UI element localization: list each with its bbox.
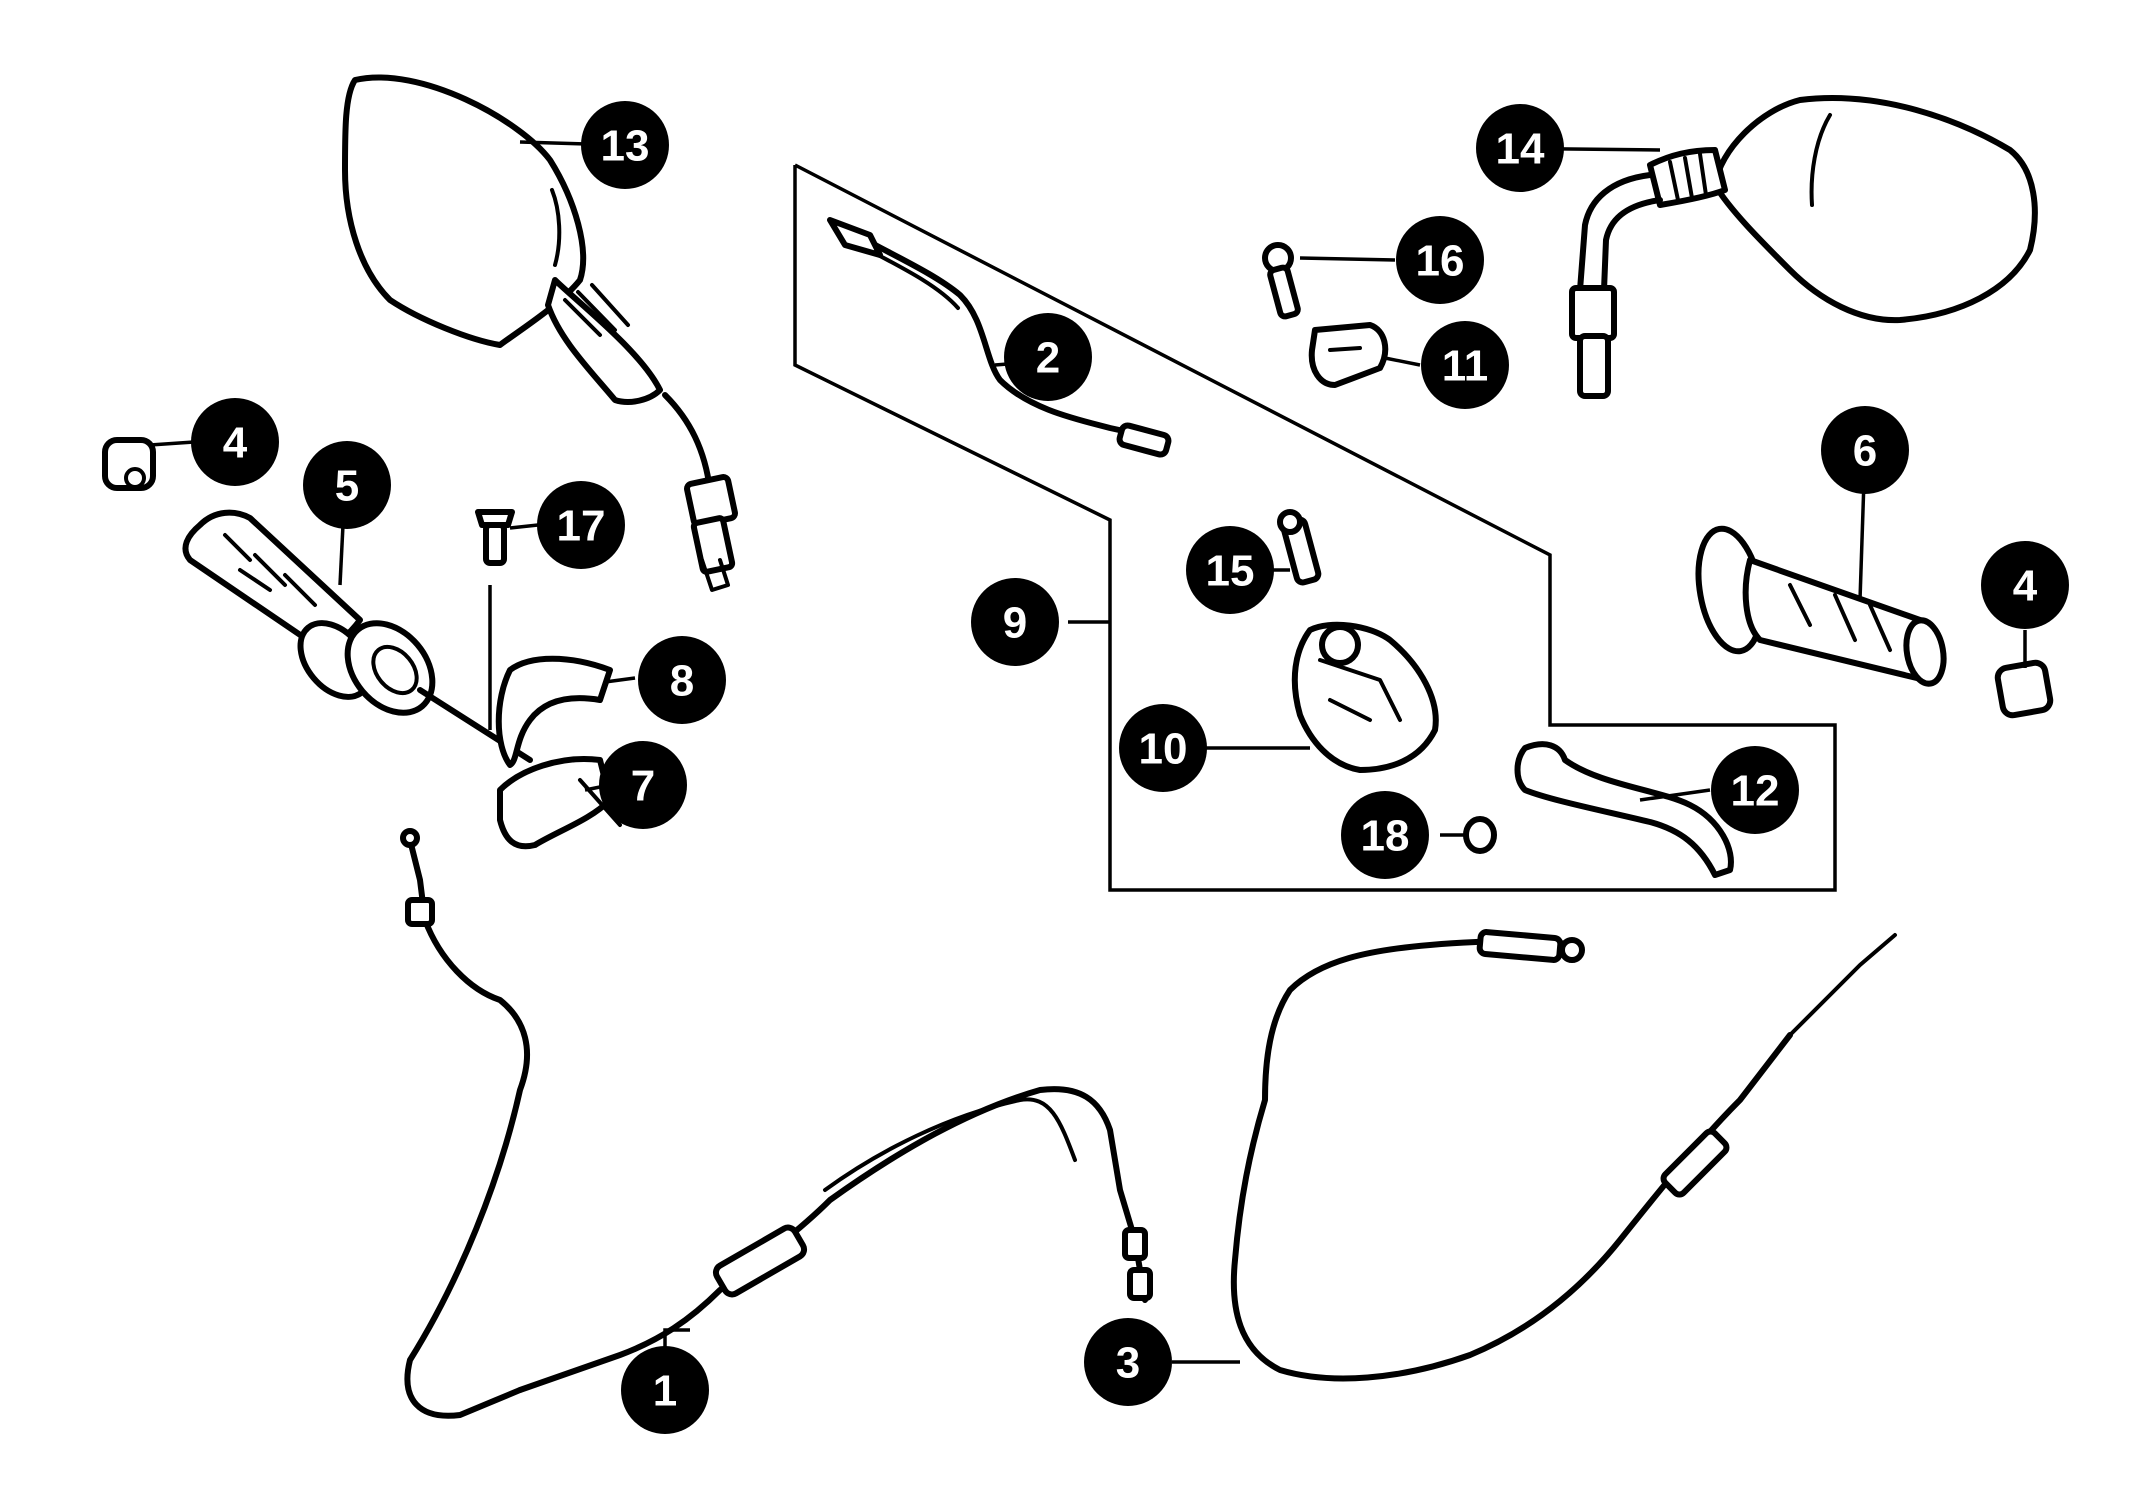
callout-2: 2 [1004,313,1092,401]
screw-16 [1262,242,1301,320]
small-holder [1308,322,1389,388]
screw-17 [475,509,515,730]
assembly-group-frame [793,163,1837,892]
callout-15: 15 [1186,526,1274,614]
clutch-lever [1514,741,1734,878]
callout-8: 8 [638,636,726,724]
callout-circle [971,578,1059,666]
callout-number: 7 [631,762,655,811]
callout-number: 2 [1036,334,1060,383]
callout-circle [1119,704,1207,792]
callout-circle [1421,321,1509,409]
callout-circle [191,398,279,486]
callout-circle [1084,1318,1172,1406]
callout-number: 13 [601,122,650,171]
left-mirror [342,74,738,592]
callout-circle [1341,791,1429,879]
callout-5: 5 [303,441,391,529]
callout-number: 5 [335,462,359,511]
callout-circle [1476,104,1564,192]
callout-circle [537,481,625,569]
callout-number: 11 [1442,342,1489,391]
callout-14: 14 [1476,104,1564,192]
callout-3: 3 [1084,1318,1172,1406]
callout-circle [1396,216,1484,304]
callout-number: 9 [1003,599,1027,648]
callout-circle [1186,526,1274,614]
callout-number: 1 [653,1367,677,1416]
callout-circle [1004,313,1092,401]
callout-4: 4 [191,398,279,486]
callout-circle [621,1346,709,1434]
switch-wire [827,217,1172,458]
callout-number: 15 [1206,547,1255,596]
callout-17: 17 [537,481,625,569]
callout-number: 4 [223,419,248,468]
screw-15 [1277,509,1322,586]
callout-circle [1821,406,1909,494]
callout-circle [1981,541,2069,629]
callout-circle [1711,746,1799,834]
callout-16: 16 [1396,216,1484,304]
small-cap-18 [1463,816,1497,854]
bar-end-left [102,437,156,491]
callout-13: 13 [581,101,669,189]
callout-10: 10 [1119,704,1207,792]
callout-number: 8 [670,657,694,706]
throttle-cable [400,828,1153,1419]
callout-number: 18 [1361,812,1410,861]
callout-6: 6 [1821,406,1909,494]
throttle-housing [344,620,622,850]
callout-number: 10 [1139,725,1188,774]
lever-holder [1291,621,1439,773]
right-grip [1695,525,1947,687]
callout-circle [638,636,726,724]
callout-circle [581,101,669,189]
callout-11: 11 [1421,321,1509,409]
callout-9: 9 [971,578,1059,666]
callout-number: 6 [1853,427,1877,476]
callout-number: 14 [1496,125,1545,174]
callout-circle [303,441,391,529]
callout-12: 12 [1711,746,1799,834]
right-mirror [1569,95,2038,399]
clutch-cable [1230,929,1897,1382]
callout-number: 4 [2013,562,2038,611]
callout-number: 16 [1416,237,1465,286]
bar-end-right [1994,659,2054,719]
callout-7: 7 [599,741,687,829]
callout-number: 12 [1731,767,1780,816]
callout-circle [599,741,687,829]
callout-18: 18 [1341,791,1429,879]
callout-number: 17 [557,502,606,551]
callout-4: 4 [1981,541,2069,629]
callout-number: 3 [1116,1339,1140,1388]
callout-1: 1 [621,1346,709,1434]
